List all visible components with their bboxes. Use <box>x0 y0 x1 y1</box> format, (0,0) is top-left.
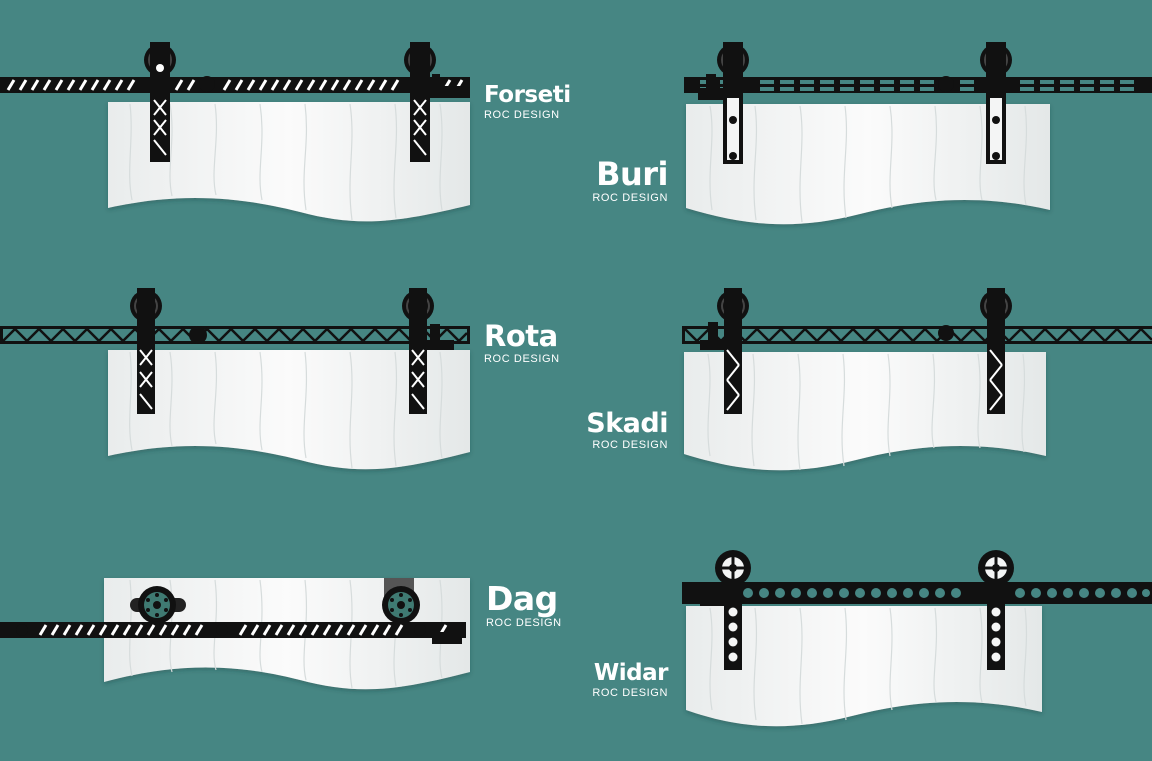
product-subtitle: ROC DESIGN <box>484 109 560 121</box>
roller-dag-right <box>382 578 420 624</box>
product-name: Forseti <box>484 82 571 108</box>
door-buri <box>686 104 1050 225</box>
hanger-widar-right <box>978 550 1014 670</box>
roller-dag-left <box>130 586 186 624</box>
hanger-forseti-right <box>404 42 436 162</box>
product-subtitle: ROC DESIGN <box>486 617 562 629</box>
hanger-widar-left <box>715 550 751 670</box>
door-skadi <box>684 352 1046 471</box>
label-forseti: Forseti ROC DESIGN <box>484 84 571 121</box>
label-buri: Buri ROC DESIGN <box>560 158 668 204</box>
door-forseti <box>108 102 470 222</box>
door-widar <box>686 606 1042 727</box>
hanger-rota-right <box>402 288 434 414</box>
hanger-buri-right <box>980 42 1012 164</box>
label-widar: Widar ROC DESIGN <box>560 662 668 699</box>
product-subtitle: ROC DESIGN <box>592 687 668 699</box>
product-subtitle: ROC DESIGN <box>484 353 560 365</box>
label-skadi: Skadi ROC DESIGN <box>560 410 668 451</box>
hanger-skadi-left <box>717 288 749 414</box>
product-name: Buri <box>596 155 668 193</box>
hanger-buri-left <box>717 42 749 164</box>
track-widar <box>682 582 1152 606</box>
label-rota: Rota ROC DESIGN <box>484 322 560 365</box>
track-rota <box>0 324 470 350</box>
label-dag: Dag ROC DESIGN <box>486 582 562 629</box>
track-buri <box>684 74 1152 100</box>
product-name: Rota <box>484 319 558 353</box>
product-subtitle: ROC DESIGN <box>592 192 668 204</box>
product-name: Dag <box>486 579 558 618</box>
product-name: Skadi <box>586 408 668 439</box>
product-name: Widar <box>593 660 669 686</box>
hanger-skadi-right <box>980 288 1012 414</box>
track-skadi <box>682 322 1152 350</box>
product-subtitle: ROC DESIGN <box>592 439 668 451</box>
track-forseti <box>0 74 470 98</box>
hanger-rota-left <box>130 288 162 414</box>
track-dag <box>0 622 466 644</box>
door-rota <box>108 350 470 470</box>
hanger-forseti-left <box>144 42 176 162</box>
